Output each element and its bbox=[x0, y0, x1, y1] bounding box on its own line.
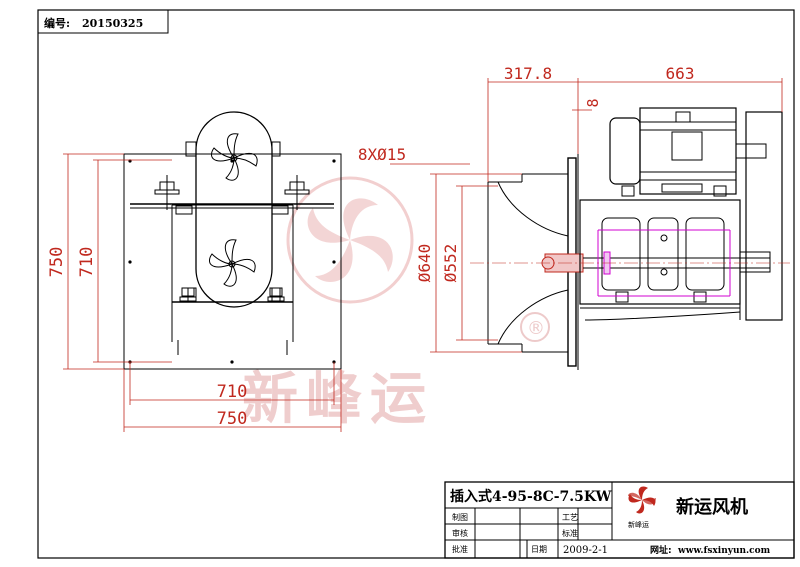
label-approve: 批准 bbox=[452, 544, 468, 554]
fan-icon-bottom bbox=[209, 239, 256, 287]
company-name: 新运风机 bbox=[676, 496, 748, 518]
label-review: 审核 bbox=[452, 528, 468, 538]
watermark-ring bbox=[286, 176, 414, 304]
left-dimension-lines bbox=[63, 153, 342, 432]
motor-housing bbox=[195, 111, 273, 308]
front-view bbox=[123, 111, 342, 370]
title-block bbox=[444, 481, 795, 559]
label-process: 工艺 bbox=[562, 513, 578, 522]
side-view bbox=[487, 107, 783, 370]
dim-dia-inner: Ø552 bbox=[441, 244, 460, 283]
date-value: 2009-2-1 bbox=[563, 545, 608, 556]
number-label: 编号: bbox=[44, 16, 70, 30]
label-drawn: 制图 bbox=[452, 512, 468, 522]
pulley-guard bbox=[745, 111, 783, 321]
dim-height-inner: 710 bbox=[77, 247, 97, 278]
website-label: 网址: bbox=[650, 544, 672, 556]
dim-width-outer: 750 bbox=[217, 409, 248, 429]
front-plate bbox=[123, 153, 342, 370]
drawing-frame bbox=[37, 9, 795, 559]
number-value: 20150325 bbox=[82, 17, 143, 30]
logo-caption: 新峰运 bbox=[628, 520, 649, 529]
dim-width-inner: 710 bbox=[217, 382, 248, 402]
fan-icon-top bbox=[211, 133, 258, 181]
website-url: www.fsxinyun.com bbox=[677, 546, 771, 556]
number-box bbox=[37, 9, 169, 34]
dim-dia-outer: Ø640 bbox=[415, 244, 434, 283]
dim-bolt-holes: 8XØ15 bbox=[358, 145, 406, 164]
dim-top-right: 663 bbox=[666, 64, 695, 83]
model-title: 插入式4-95-8C-7.5KW bbox=[450, 488, 612, 505]
label-date: 日期 bbox=[531, 545, 547, 554]
registered-circle bbox=[520, 312, 550, 342]
company-logo-icon bbox=[628, 486, 656, 514]
watermark-logo-icon bbox=[307, 198, 393, 282]
dim-height-outer: 750 bbox=[47, 247, 67, 278]
watermark: ® 新峰运 bbox=[242, 176, 550, 432]
right-dimension-lines bbox=[390, 78, 783, 353]
label-standard: 标准 bbox=[562, 528, 578, 538]
motor-endcap bbox=[609, 117, 641, 185]
front-bolts bbox=[154, 175, 310, 302]
registered-mark: ® bbox=[527, 318, 545, 339]
motor-body bbox=[639, 107, 737, 195]
dim-gap: 8 bbox=[584, 98, 602, 107]
dim-top-left: 317.8 bbox=[504, 64, 552, 83]
watermark-text: 新峰运 bbox=[242, 367, 434, 432]
